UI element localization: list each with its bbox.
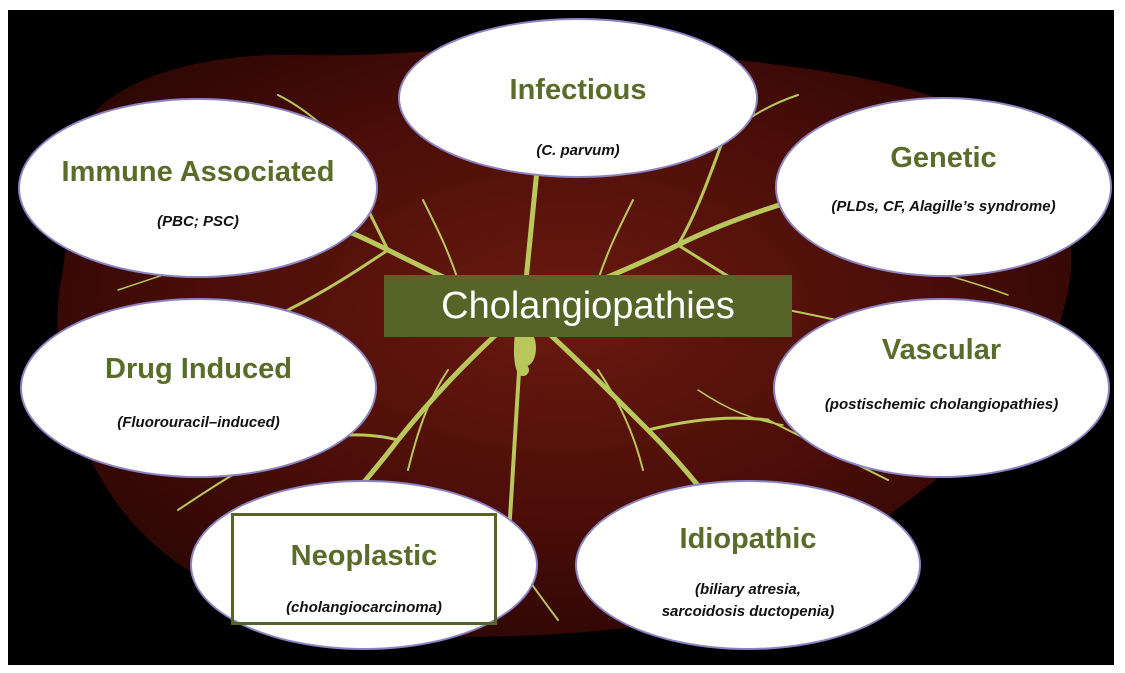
infectious-ellipse: Infectious (C. parvum) bbox=[398, 18, 758, 178]
immune-associated-subtitle: (PBC; PSC) bbox=[20, 211, 376, 232]
idiopathic-subtitle-line2: sarcoidosis ductopenia) bbox=[577, 601, 919, 622]
vascular-title: Vascular bbox=[775, 333, 1108, 367]
genetic-subtitle: (PLDs, CF, Alagille’s syndrome) bbox=[777, 196, 1110, 217]
vascular-ellipse: Vascular (postischemic cholangiopathies) bbox=[773, 298, 1110, 478]
neoplastic-highlight-box bbox=[231, 513, 497, 625]
drug-induced-subtitle: (Fluorouracil–induced) bbox=[22, 412, 375, 433]
drug-induced-ellipse: Drug Induced (Fluorouracil–induced) bbox=[20, 298, 377, 478]
infectious-subtitle: (C. parvum) bbox=[400, 140, 756, 161]
immune-associated-ellipse: Immune Associated (PBC; PSC) bbox=[18, 98, 378, 278]
drug-induced-title: Drug Induced bbox=[22, 352, 375, 386]
idiopathic-ellipse: Idiopathic (biliary atresia, sarcoidosis… bbox=[575, 480, 921, 650]
immune-associated-title: Immune Associated bbox=[20, 155, 376, 189]
idiopathic-subtitle-line1: (biliary atresia, bbox=[577, 579, 919, 600]
vascular-subtitle: (postischemic cholangiopathies) bbox=[775, 394, 1108, 415]
genetic-ellipse: Genetic (PLDs, CF, Alagille’s syndrome) bbox=[775, 97, 1112, 277]
diagram-canvas: Cholangiopathies Infectious (C. parvum) … bbox=[8, 10, 1114, 665]
center-label: Cholangiopathies bbox=[384, 275, 792, 337]
infectious-title: Infectious bbox=[400, 73, 756, 107]
genetic-title: Genetic bbox=[777, 141, 1110, 175]
idiopathic-title: Idiopathic bbox=[577, 522, 919, 556]
